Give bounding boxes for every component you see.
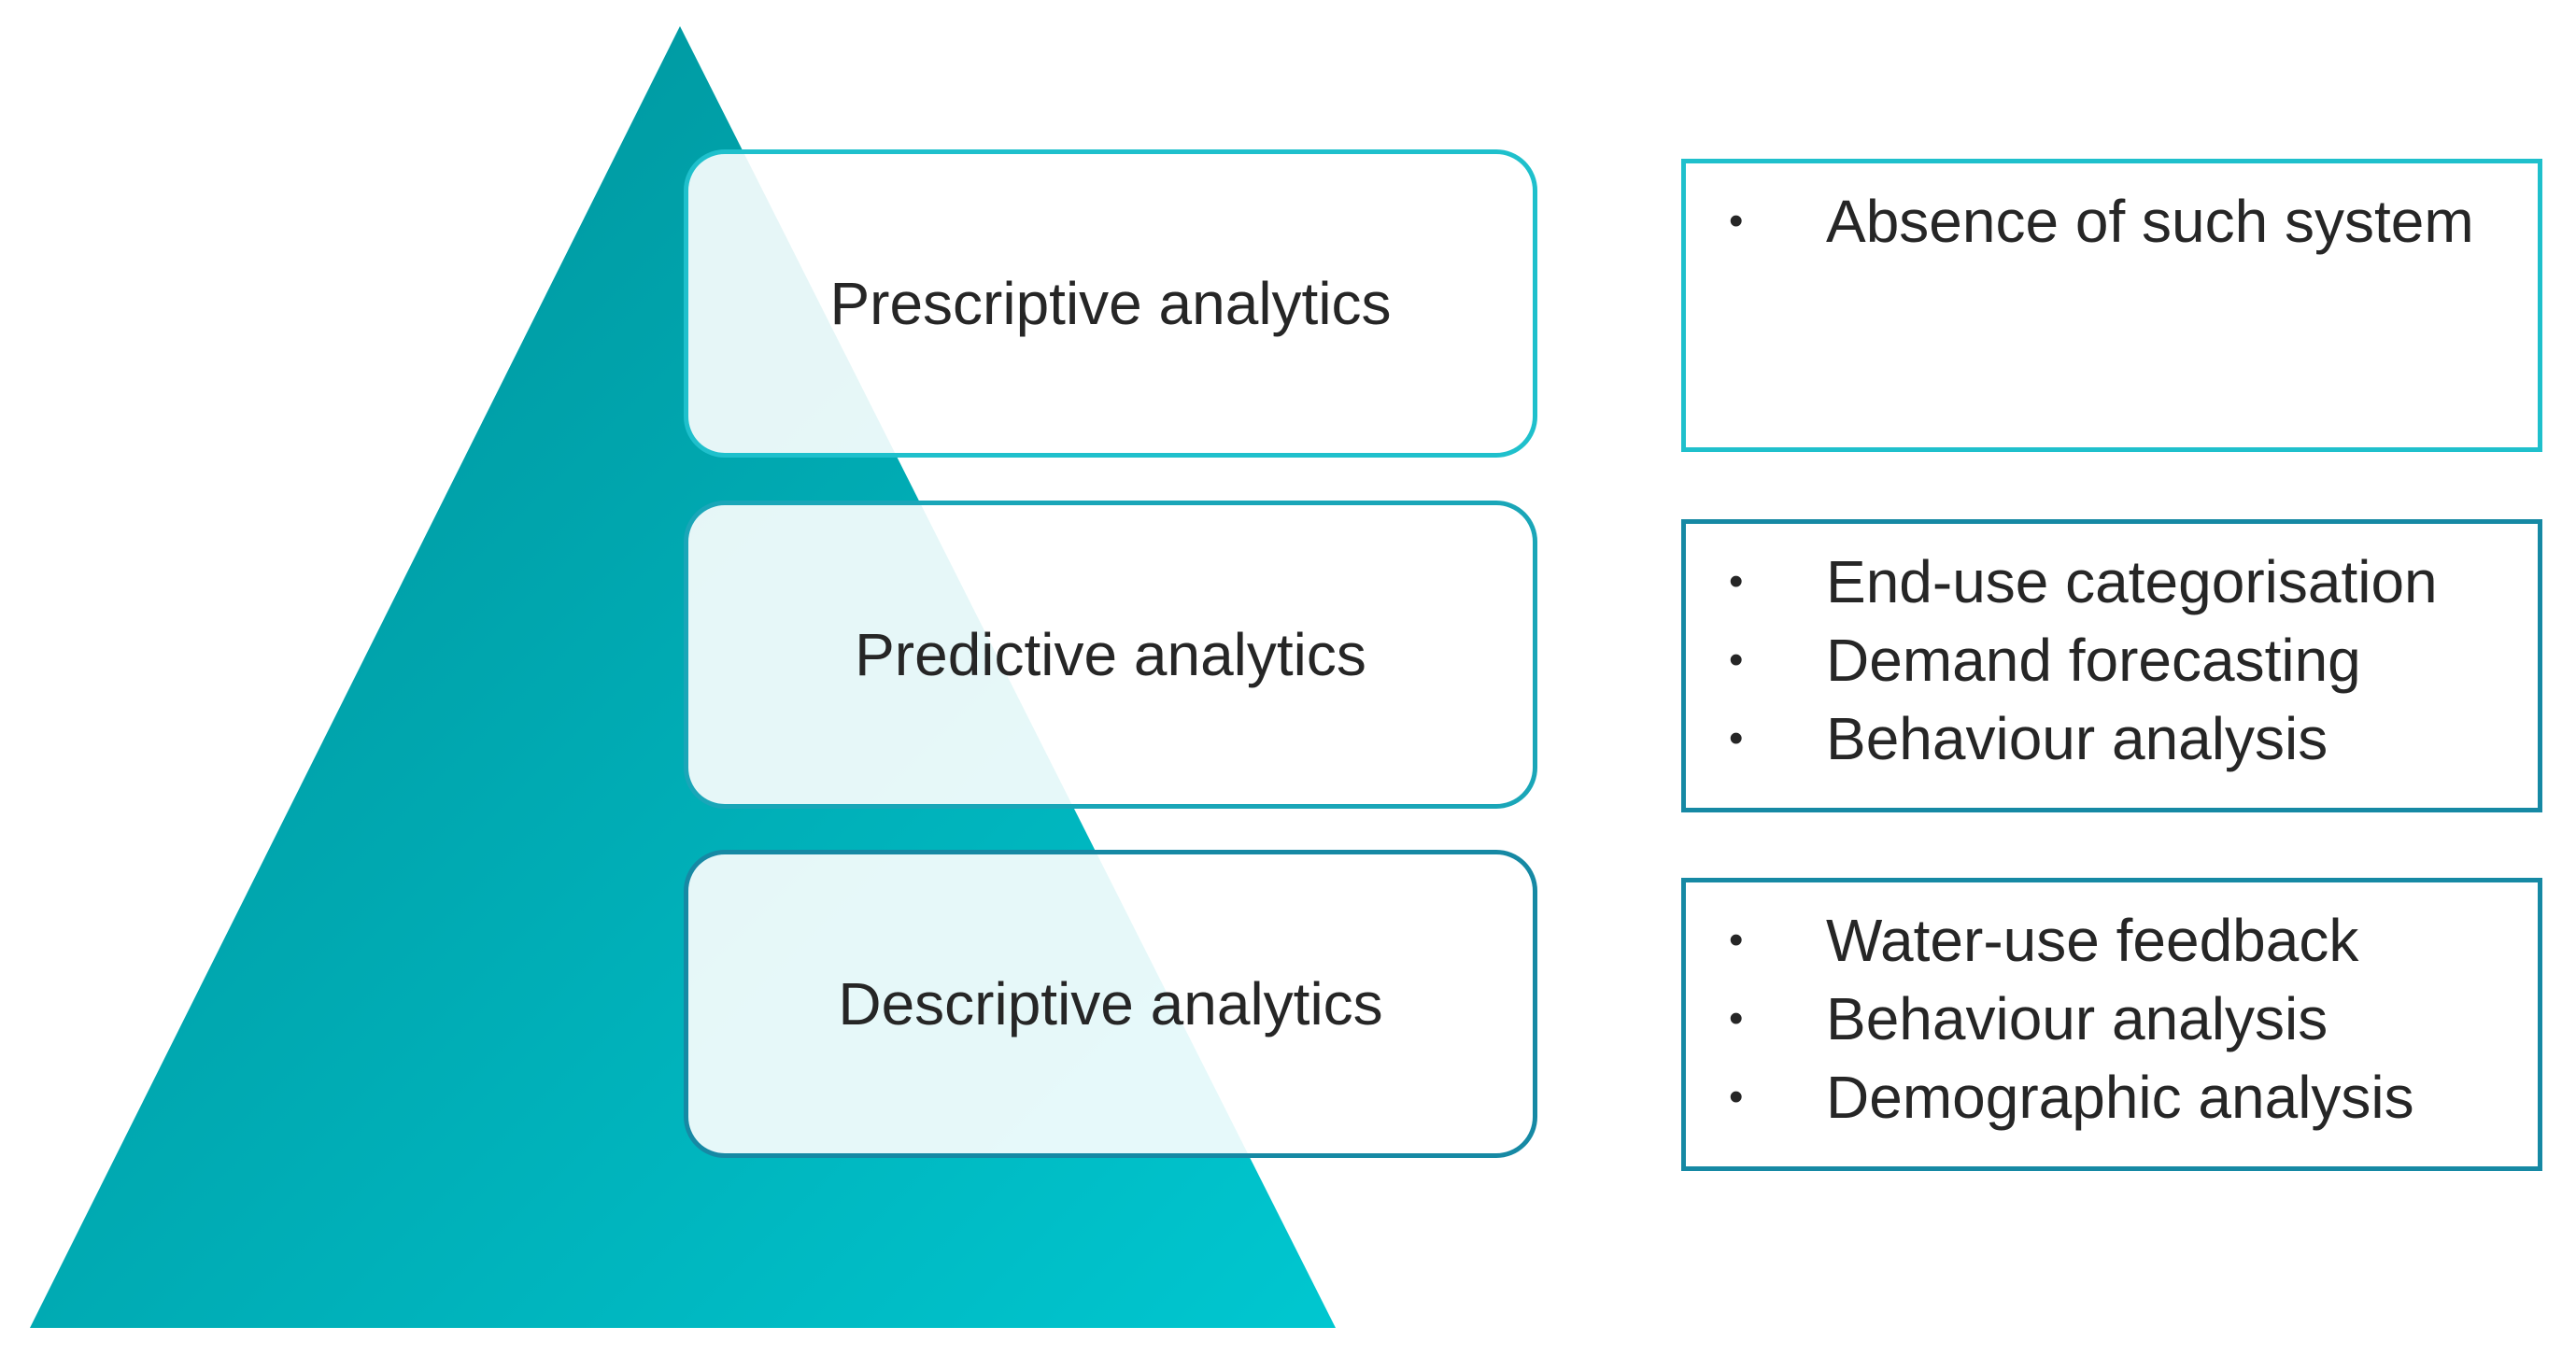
level-label-descriptive: Descriptive analytics — [838, 970, 1383, 1037]
detail-item: • Demographic analysis — [1716, 1058, 2515, 1136]
level-box-descriptive: Descriptive analytics — [684, 850, 1537, 1158]
detail-item: • End-use categorisation — [1716, 543, 2515, 621]
detail-box-descriptive: • Water-use feedback • Behaviour analysi… — [1681, 878, 2542, 1171]
detail-item: • Behaviour analysis — [1716, 699, 2515, 778]
detail-item: • Demand forecasting — [1716, 621, 2515, 699]
level-label-predictive: Predictive analytics — [855, 621, 1366, 688]
bullet-icon: • — [1729, 917, 1744, 963]
level-box-prescriptive: Prescriptive analytics — [684, 149, 1537, 458]
detail-text: Absence of such system — [1826, 188, 2474, 255]
bullet-icon: • — [1729, 1074, 1744, 1120]
detail-item: • Water-use feedback — [1716, 901, 2515, 980]
detail-text: Behaviour analysis — [1826, 985, 2328, 1052]
bullet-icon: • — [1729, 558, 1744, 604]
level-label-prescriptive: Prescriptive analytics — [829, 270, 1392, 337]
detail-text: End-use categorisation — [1826, 548, 2438, 615]
detail-text: Demographic analysis — [1826, 1064, 2414, 1131]
bullet-icon: • — [1729, 715, 1744, 761]
bullet-icon: • — [1729, 637, 1744, 683]
bullet-icon: • — [1729, 198, 1744, 244]
detail-list-predictive: • End-use categorisation • Demand foreca… — [1716, 543, 2515, 778]
detail-box-prescriptive: • Absence of such system — [1681, 159, 2542, 452]
detail-item: • Behaviour analysis — [1716, 980, 2515, 1058]
detail-item: • Absence of such system — [1716, 182, 2515, 261]
detail-text: Demand forecasting — [1826, 627, 2361, 694]
detail-box-predictive: • End-use categorisation • Demand foreca… — [1681, 519, 2542, 812]
detail-list-descriptive: • Water-use feedback • Behaviour analysi… — [1716, 901, 2515, 1136]
bullet-icon: • — [1729, 995, 1744, 1041]
detail-list-prescriptive: • Absence of such system — [1716, 182, 2515, 261]
detail-text: Water-use feedback — [1826, 907, 2359, 974]
level-box-predictive: Predictive analytics — [684, 501, 1537, 809]
detail-text: Behaviour analysis — [1826, 705, 2328, 772]
